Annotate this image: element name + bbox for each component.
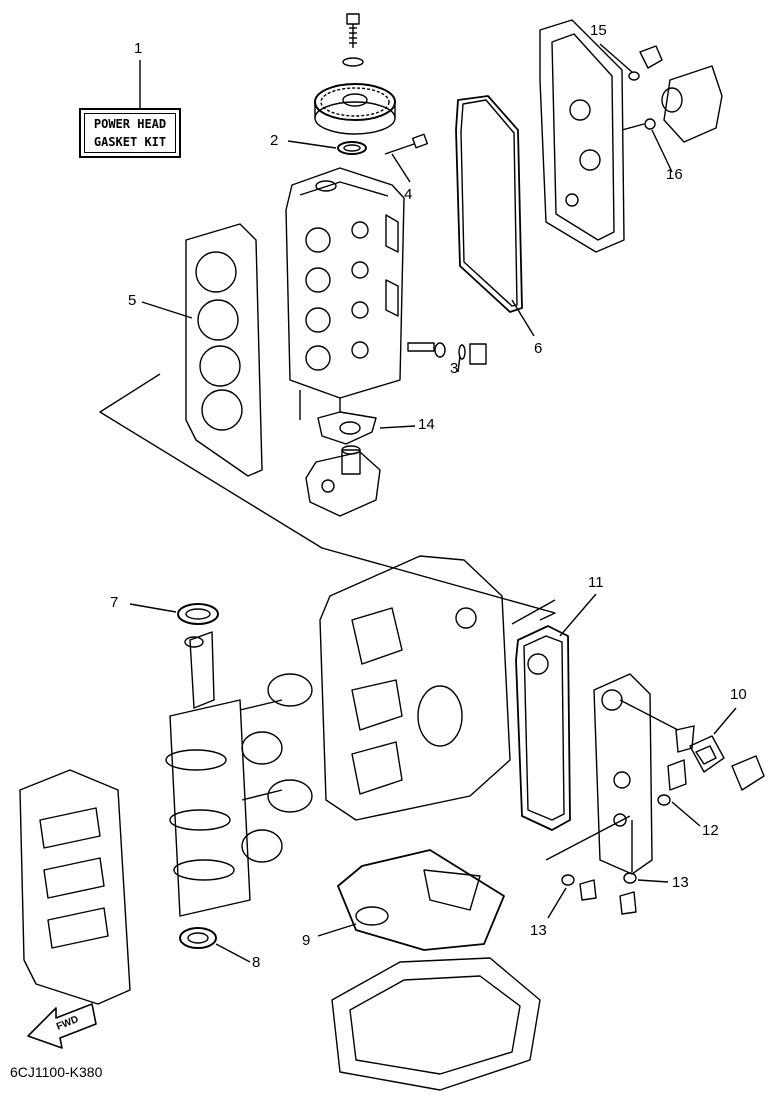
callout-8: 8	[252, 954, 261, 971]
fwd-arrow-icon: FWD	[27, 1003, 97, 1049]
callout-14: 14	[418, 416, 435, 433]
oil-seal-7	[129, 603, 219, 625]
gasket-6	[455, 95, 535, 337]
diagram-code: 6CJ1100-K380	[10, 1064, 103, 1080]
callout-12: 12	[702, 822, 719, 839]
oring-13	[545, 815, 669, 919]
exhaust-cover-bottom	[593, 673, 679, 875]
crankcase-block	[319, 555, 511, 821]
oring-15	[599, 43, 663, 81]
callout-16: 16	[666, 166, 683, 183]
power-head-gasket-kit-label: POWER HEAD GASKET KIT	[79, 108, 181, 158]
bolt-4	[384, 133, 429, 183]
callout-1: 1	[134, 40, 143, 57]
group-bracket-head-b	[511, 599, 556, 625]
oring-12	[657, 759, 701, 827]
callout-15: 15	[590, 22, 607, 39]
exhaust-cover-top	[539, 19, 625, 253]
label-line-2: GASKET KIT	[93, 135, 167, 149]
intake-manifold	[19, 769, 131, 1005]
head-gasket-5	[141, 223, 263, 477]
callout-4: 4	[404, 186, 413, 203]
cylinder-head	[285, 167, 405, 420]
callout-10: 10	[730, 686, 747, 703]
thermostat-cover	[305, 445, 381, 517]
gasket-14	[317, 411, 416, 445]
callout-3: 3	[450, 360, 459, 377]
bottom-cover	[331, 957, 541, 1091]
callout-13b: 13	[672, 874, 689, 891]
oil-seal-8	[179, 927, 251, 963]
crankshaft-assembly	[165, 631, 313, 917]
callout-11: 11	[588, 574, 604, 591]
callout-6: 6	[534, 340, 543, 357]
gasket-11	[515, 593, 597, 831]
callout-13a: 13	[530, 922, 547, 939]
callout-2: 2	[270, 132, 279, 149]
callout-9: 9	[302, 932, 311, 949]
label-line-1: POWER HEAD	[93, 117, 167, 131]
plug-3	[407, 342, 487, 373]
timing-pulley-assembly	[314, 13, 396, 135]
callout-7: 7	[110, 594, 119, 611]
fuel-pump-16	[621, 65, 723, 173]
gasket-9	[317, 849, 505, 951]
oil-seal-2	[287, 140, 367, 155]
group-bracket-head	[99, 373, 556, 621]
callout-5: 5	[128, 292, 137, 309]
gasket-10	[675, 707, 765, 791]
